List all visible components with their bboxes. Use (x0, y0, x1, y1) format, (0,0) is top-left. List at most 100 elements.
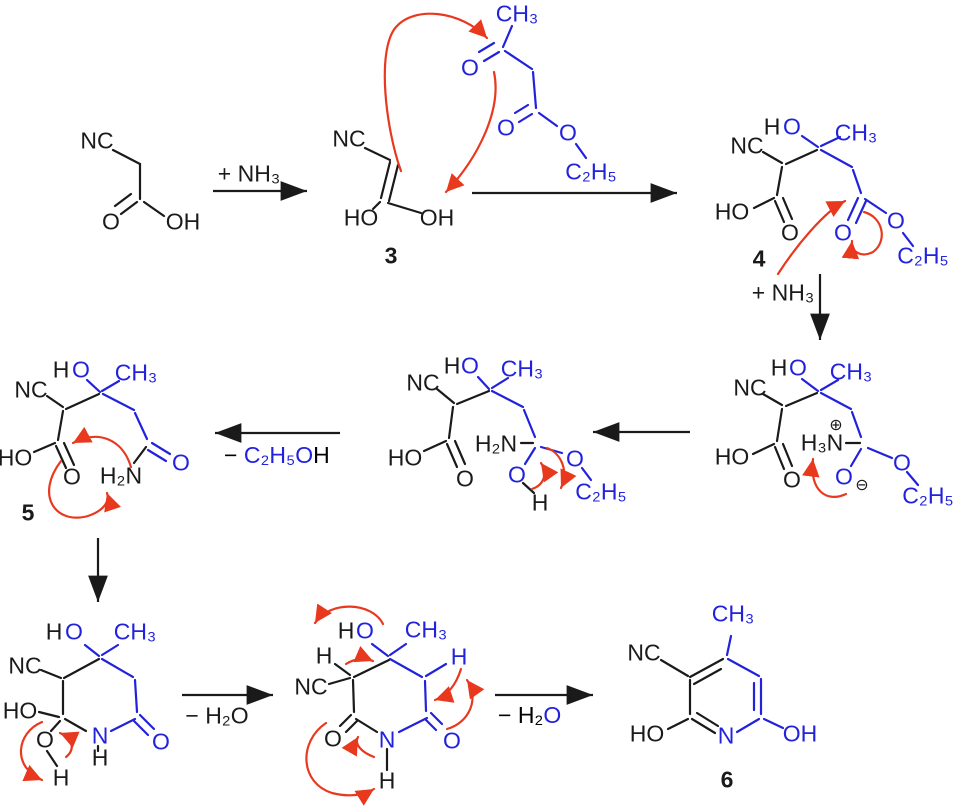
step-label-water-loss-1: − H₂O (185, 702, 249, 729)
curved-arrow-ho-to-h-left (313, 603, 385, 626)
plus-charge-icon: ⊕ (829, 417, 843, 434)
atom-label-h: H (378, 767, 396, 794)
atom-label-h: H (45, 618, 63, 645)
minus-h2-label: − H₂ (498, 702, 544, 728)
atom-label-ch3: CH₃ (711, 600, 755, 627)
atom-label-ethyl: C₂H₅ (902, 482, 954, 509)
atom-label-o: O (461, 352, 479, 379)
atom-label-nc: NC (8, 652, 42, 679)
atom-label-o: O (36, 726, 54, 753)
atom-label-ch3: CH₃ (500, 355, 544, 382)
reagent-label-nh3: + NH₃ (751, 279, 815, 306)
atom-label-o: O (65, 618, 83, 645)
atom-label-h2n: H₂N (99, 462, 143, 489)
curved-arrow-ester-pi-to-o (841, 210, 883, 260)
curved-arrow-amide-n-to-acid (71, 426, 133, 469)
atom-label-o: O (566, 445, 584, 472)
atom-label-h: H (52, 356, 70, 383)
minus-charge-icon: ⊖ (855, 477, 869, 494)
atom-label-nc: NC (80, 127, 114, 154)
curved-arrow-o-loop-to-nh (305, 721, 376, 806)
electron-pushing-arrows (19, 12, 883, 806)
curved-arrow-acid-to-nh2 (48, 459, 121, 519)
atom-label-h: H (770, 354, 788, 381)
atom-label-h: H (337, 617, 355, 644)
curved-arrow-nh-to-carbonyl (341, 735, 376, 759)
atom-label-ch3: CH₃ (834, 119, 878, 146)
atom-label-o: O (63, 463, 81, 490)
atom-label-o: O (887, 207, 905, 234)
atom-label-o: O (456, 465, 474, 492)
atom-label-oh: OH (782, 720, 818, 747)
atom-label-nc: NC (730, 132, 764, 159)
bonds-hemiketal-ring (37, 643, 156, 768)
atom-label-ho: HO (2, 697, 38, 724)
atom-label-h: H (763, 113, 781, 140)
curved-arrow-alkoxide-to-ammonium (802, 457, 848, 498)
curved-arrow-oh-to-carbon (530, 461, 559, 491)
atom-label-o: O (835, 463, 853, 490)
atom-label-ho: HO (629, 720, 665, 747)
ethoxy-label: C₂H₅O (243, 442, 314, 468)
atom-label-o: O (324, 725, 342, 752)
atom-label-nc: NC (14, 376, 48, 403)
curved-arrow-h-to-ring-carbon (344, 645, 375, 666)
atom-label-ho: HO (714, 198, 750, 225)
atom-label-n: N (717, 722, 735, 749)
atom-label-o: O (172, 449, 190, 476)
atom-label-o: O (783, 466, 801, 493)
curved-arrow-nh3-to-ester (776, 199, 847, 276)
compound-number-3: 3 (384, 242, 398, 269)
compound-number-6: 6 (720, 766, 734, 793)
reaction-arrows (88, 181, 830, 705)
atom-label-ho: HO (343, 204, 379, 231)
atom-label-n: N (91, 722, 109, 749)
bonds-zwitterion (751, 377, 920, 487)
atom-label-nc: NC (294, 673, 328, 700)
bonds-pyridine-6 (659, 634, 785, 735)
atom-label-ethyl: C₂H₅ (575, 478, 627, 505)
reagent-label-nh3: + NH₃ (217, 160, 281, 187)
bonds-cyanoacetic-acid (111, 148, 166, 218)
atom-label-ho: HO (387, 444, 423, 471)
h-label: H (313, 442, 330, 468)
atom-label-o: O (781, 219, 799, 246)
atom-label-ch3: CH₃ (404, 616, 448, 643)
curved-arrow-carbonyl-to-h-right (445, 678, 485, 731)
step-label-water-loss-2: − H₂O (498, 704, 561, 727)
bonds-piperidinedione (327, 642, 448, 772)
curved-arrow-c-to-ethoxide (545, 446, 577, 490)
atom-label-h: H (91, 744, 109, 771)
atom-label-o: O (893, 449, 911, 476)
atom-label-nc: NC (733, 374, 767, 401)
bonds-hemiorthoamide (422, 375, 593, 495)
atom-label-h: H (315, 642, 333, 669)
atom-label-nc: NC (406, 369, 440, 396)
atom-label-h3n: H₃N (800, 429, 844, 456)
atom-label-ch3: CH₃ (495, 0, 539, 27)
atom-label-o: O (559, 119, 577, 146)
curved-arrow-h-to-ring-bond (433, 667, 463, 703)
curved-arrow-h-to-o-ring1 (58, 731, 80, 759)
atom-label-oh: OH (165, 208, 201, 235)
atom-label-h: H (52, 764, 70, 791)
atom-label-h: H (443, 352, 461, 379)
atom-label-nc: NC (627, 639, 661, 666)
bonds-amide-5 (32, 378, 172, 470)
minus-sign: − (224, 442, 244, 468)
atom-label-nc: NC (332, 125, 366, 152)
atom-label-ch3: CH₃ (829, 358, 873, 385)
atom-label-o: O (356, 617, 374, 644)
atom-label-oh: OH (419, 204, 455, 231)
bonds-enol-3 (363, 146, 423, 215)
atom-label-ethyl: C₂H₅ (897, 242, 949, 269)
atom-label-h2n: H₂N (474, 430, 518, 457)
atom-label-o: O (152, 728, 170, 755)
atom-label-h: H (531, 489, 549, 516)
atom-label-o: O (443, 727, 461, 754)
curved-arrow-enol-to-ketone (383, 12, 489, 173)
atom-label-o: O (789, 354, 807, 381)
curved-arrow-loop-to-h-ring1 (19, 720, 44, 782)
